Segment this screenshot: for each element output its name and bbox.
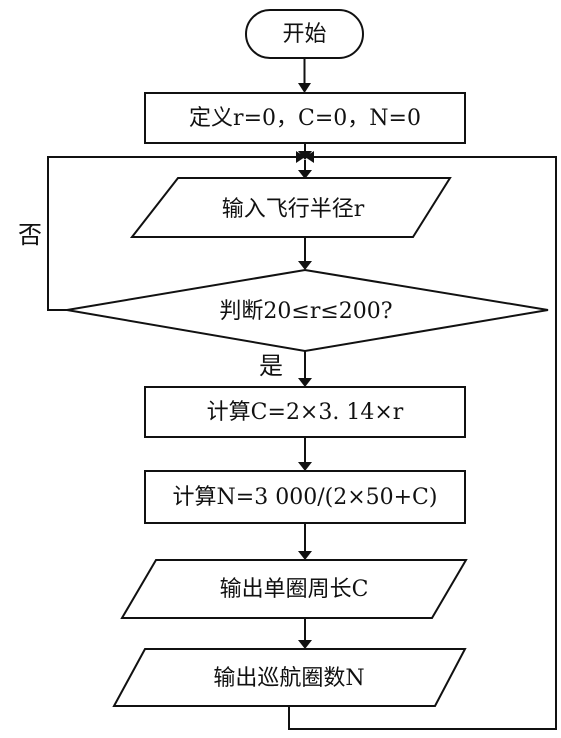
output-laps-label: 输出巡航圈数N bbox=[213, 666, 364, 691]
define-variables-label: 定义r=0，C=0，N=0 bbox=[189, 106, 421, 131]
arrowhead-no-branch bbox=[296, 151, 305, 163]
arrowhead-input bbox=[298, 170, 312, 179]
arrowhead-return-loop bbox=[305, 151, 314, 163]
arrowhead-decision bbox=[298, 261, 312, 270]
input-radius-node bbox=[129, 177, 452, 238]
no-branch-loop bbox=[47, 156, 296, 311]
calculate-n-label: 计算N=3 000/(2×50+C) bbox=[173, 485, 438, 510]
no-label: 否 bbox=[18, 221, 42, 249]
calculate-c-box bbox=[144, 386, 466, 438]
return-loop bbox=[288, 156, 557, 730]
start-label: 开始 bbox=[282, 22, 326, 47]
yes-label: 是 bbox=[259, 352, 283, 380]
arrowhead-output-c bbox=[298, 551, 312, 560]
arrowhead-merge-from-define bbox=[298, 151, 312, 160]
arrowhead-output-n bbox=[298, 640, 312, 649]
calculate-c-label: 计算C=2×3. 14×r bbox=[207, 400, 404, 425]
output-circumference-node bbox=[120, 559, 468, 619]
output-circumference-label: 输出单圈周长C bbox=[220, 577, 369, 602]
define-variables-box bbox=[144, 92, 466, 144]
arrowhead-calc-c bbox=[298, 378, 312, 387]
input-radius-label: 输入飞行半径r bbox=[222, 197, 365, 222]
arrowhead-define bbox=[298, 83, 311, 93]
arrowhead-calc-n bbox=[298, 462, 312, 471]
range-check-label: 判断20≤r≤200? bbox=[219, 299, 392, 324]
output-laps-node bbox=[112, 648, 467, 707]
